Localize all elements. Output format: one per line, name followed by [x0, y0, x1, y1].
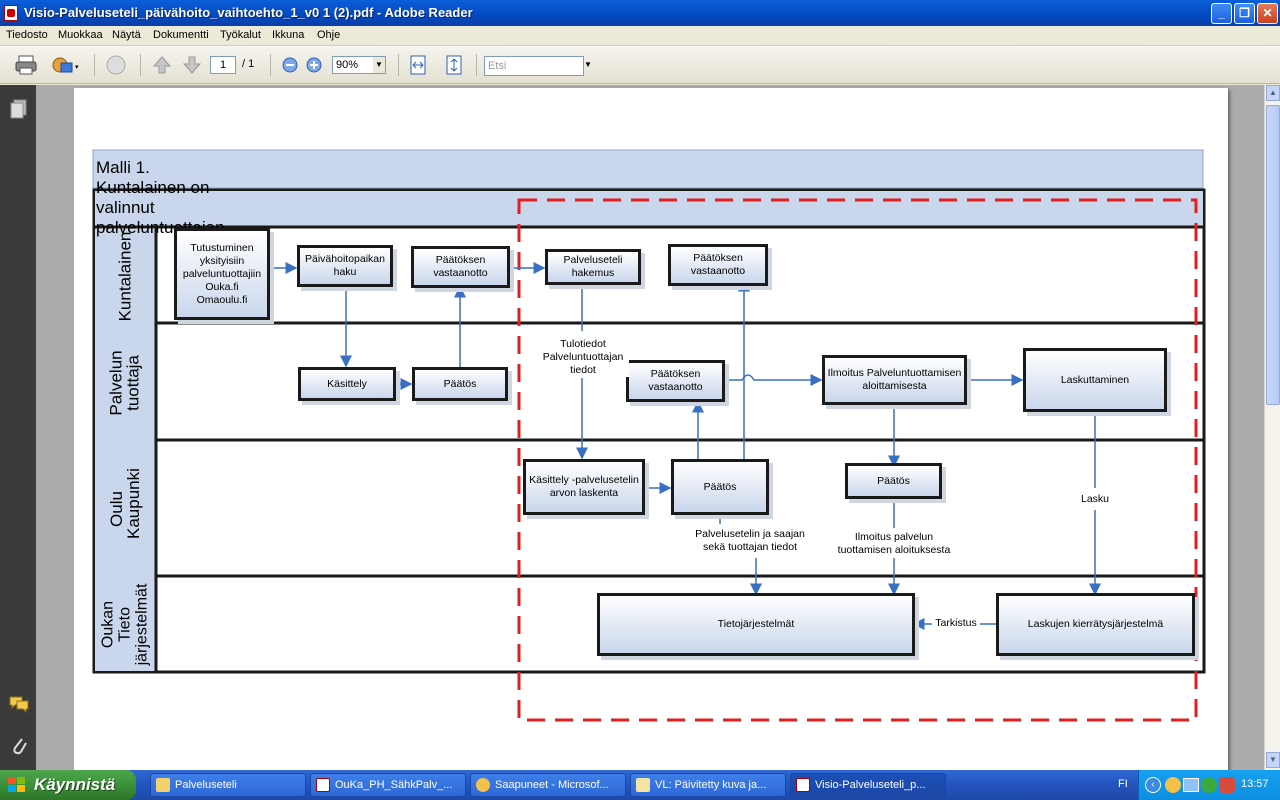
note-palvelusetelin-tiedot: Palvelusetelin ja saajan sekä tuottajan … [688, 528, 812, 554]
taskbar-item-palveluseteli[interactable]: Palveluseteli [150, 773, 306, 797]
note-tulotiedot: Tulotiedot Palveluntuottajan tiedot [537, 338, 629, 377]
fit-width-icon[interactable] [406, 53, 430, 77]
box-paatoksen-vastaanotto-1: Päätöksen vastaanotto [411, 246, 510, 288]
taskbar-item-saapuneet[interactable]: Saapuneet - Microsof... [470, 773, 626, 797]
scroll-up-icon[interactable]: ▲ [1266, 85, 1280, 101]
box-paatoksen-vastaanotto-3: Päätöksen vastaanotto [626, 360, 725, 402]
taskbar-item-vl-paivitetty[interactable]: VL: Päivitetty kuva ja... [630, 773, 786, 797]
previous-page-icon[interactable] [150, 53, 174, 77]
menu-dokumentti[interactable]: Dokumentti [153, 29, 209, 41]
tray-alert-icon[interactable] [1219, 777, 1235, 793]
mail-icon [636, 778, 650, 792]
comments-icon[interactable] [8, 695, 30, 716]
search-options-chevron-icon[interactable]: ▼ [584, 60, 592, 69]
start-button[interactable]: Käynnistä [0, 770, 136, 800]
page-number-input[interactable]: 1 [210, 56, 236, 74]
note-ilmoitus-aloituksesta: Ilmoitus palvelun tuottamisen aloitukses… [830, 531, 958, 557]
tray-app-icon[interactable] [1165, 777, 1181, 793]
box-laskujen-kierratysjarjestelma: Laskujen kierrätysjärjestelmä [996, 593, 1195, 656]
box-tutustuminen: Tutustuminen yksityisiin palveluntuottaj… [174, 228, 270, 320]
window-title: Visio-Palveluseteli_päivähoito_vaihtoeht… [24, 5, 473, 20]
window-titlebar: Visio-Palveluseteli_päivähoito_vaihtoeht… [0, 0, 1280, 26]
language-indicator[interactable]: FI [1118, 778, 1128, 790]
vertical-scrollbar[interactable]: ▲ ▼ [1264, 85, 1280, 770]
note-lasku: Lasku [1076, 493, 1114, 506]
taskbar-item-ouka-ph[interactable]: OuKa_PH_SähkPalv_... [310, 773, 466, 797]
pdf-icon [316, 778, 330, 792]
svg-text:▾: ▾ [75, 64, 79, 71]
menu-muokkaa[interactable]: Muokkaa [58, 29, 103, 41]
box-paatos-1: Päätös [412, 367, 508, 401]
box-palveluseteli-hakemus: Palveluseteli hakemus [545, 249, 641, 285]
scroll-down-icon[interactable]: ▼ [1266, 752, 1280, 768]
menu-bar: Tiedosto Muokkaa Näytä Dokumentti Työkal… [0, 26, 1280, 46]
clock[interactable]: 13:57 [1241, 778, 1269, 790]
box-laskuttaminen: Laskuttaminen [1023, 348, 1167, 412]
fit-page-icon[interactable] [442, 53, 466, 77]
toolbar: ▾ 1 / 1 90% ▼ Etsi ▼ [0, 46, 1280, 84]
minimize-button[interactable]: _ [1211, 3, 1232, 24]
menu-ikkuna[interactable]: Ikkuna [272, 29, 305, 41]
menu-tiedosto[interactable]: Tiedosto [6, 29, 48, 41]
note-tarkistus: Tarkistus [932, 617, 980, 630]
email-icon[interactable]: ▾ [50, 53, 79, 77]
box-paatoksen-vastaanotto-2: Päätöksen vastaanotto [668, 244, 768, 286]
lane-kuntalainen: Kuntalainen [115, 231, 135, 321]
taskbar: Käynnistä Palveluseteli OuKa_PH_SähkPalv… [0, 770, 1280, 800]
zoom-in-icon[interactable] [302, 53, 326, 77]
outlook-icon [476, 778, 490, 792]
windows-logo-icon [8, 777, 25, 792]
taskbar-item-visio-palveluseteli[interactable]: Visio-Palveluseteli_p... [790, 773, 946, 797]
menu-tyokalut[interactable]: Työkalut [220, 29, 261, 41]
box-ilmoitus-aloittamisesta: Ilmoitus Palveluntuottamisen aloittamise… [822, 355, 967, 405]
zoom-out-icon[interactable] [278, 53, 302, 77]
box-paivahoitopaikan-haku: Päivähoitopaikan haku [297, 245, 393, 287]
box-kasittely: Käsittely [298, 367, 396, 401]
menu-ohje[interactable]: Ohje [317, 29, 341, 41]
zoom-select[interactable]: 90% ▼ [332, 56, 386, 74]
navigation-pane [0, 85, 36, 770]
folder-icon [156, 778, 170, 792]
network-icon[interactable] [1183, 778, 1199, 792]
diagram-lines [92, 149, 1206, 722]
box-tietojarjestelmat: Tietojärjestelmät [597, 593, 915, 656]
lane-oukan-tietojarjestelmat: Oukan Tieto järjestelmät [99, 583, 151, 666]
hand-tool-icon[interactable] [104, 53, 128, 77]
box-kasittely-arvon-laskenta: Käsittely -palvelusetelin arvon laskenta [523, 459, 645, 515]
lane-oulu-kaupunki: Oulu Kaupunki [107, 468, 143, 539]
document-viewer[interactable]: Malli 1. Kuntalainen on valinnut palvelu… [36, 85, 1264, 770]
pdf-icon [796, 778, 810, 792]
attachments-icon[interactable] [10, 735, 28, 760]
next-page-icon[interactable] [180, 53, 204, 77]
maximize-button[interactable]: ❐ [1234, 3, 1255, 24]
diagram-title: Malli 1. Kuntalainen on valinnut palvelu… [96, 158, 225, 237]
box-paatos-3: Päätös [845, 463, 942, 499]
security-icon[interactable] [1201, 777, 1217, 793]
adobe-reader-icon [4, 5, 18, 21]
page-total: / 1 [242, 58, 255, 70]
start-label: Käynnistä [34, 775, 116, 794]
close-button[interactable]: ✕ [1257, 3, 1278, 24]
print-icon[interactable] [14, 53, 38, 77]
pages-icon[interactable] [10, 99, 28, 122]
tray-expand-icon[interactable]: ‹ [1145, 777, 1161, 793]
zoom-value: 90% [336, 59, 359, 71]
box-paatos-2: Päätös [671, 459, 769, 515]
lane-palvelun-tuottaja: Palvelun tuottaja [107, 349, 143, 416]
search-input[interactable]: Etsi [484, 56, 584, 76]
pdf-page: Malli 1. Kuntalainen on valinnut palvelu… [74, 88, 1228, 770]
system-tray: ‹ 13:57 [1138, 770, 1280, 800]
menu-nayta[interactable]: Näytä [112, 29, 141, 41]
scroll-thumb[interactable] [1266, 105, 1280, 405]
chevron-down-icon[interactable]: ▼ [373, 57, 385, 73]
